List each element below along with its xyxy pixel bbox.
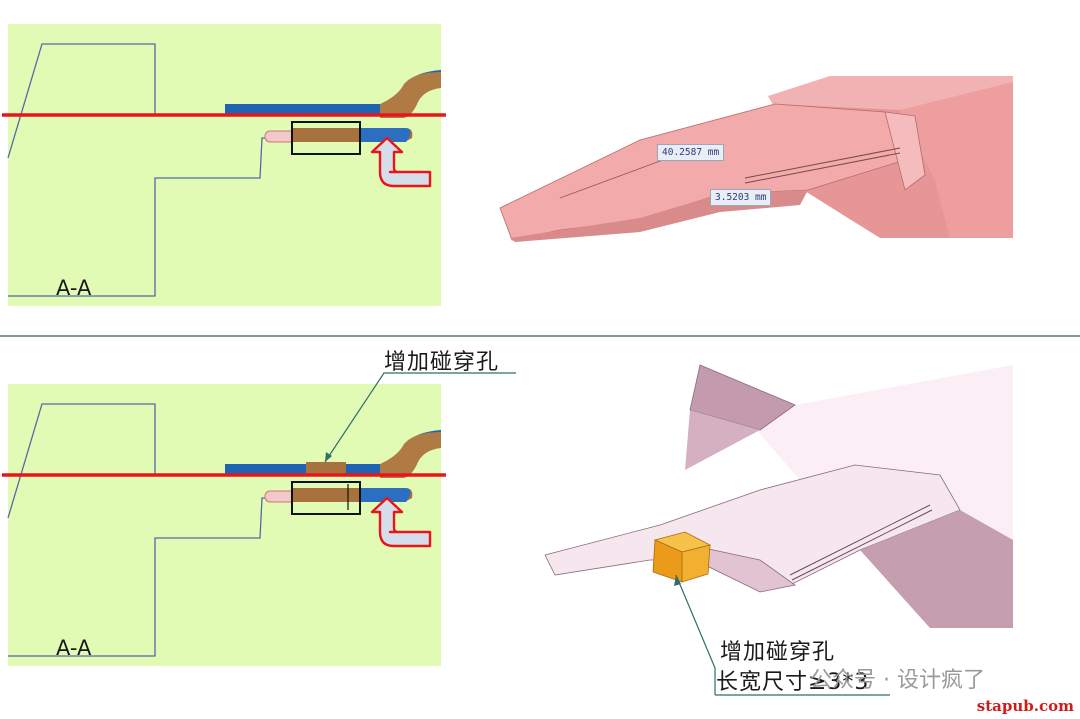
- callout-text-2-line2: 长宽尺寸≥3*3: [716, 670, 870, 695]
- callout-text-1: 增加碰穿孔: [384, 350, 500, 375]
- callout-leader-2: [675, 574, 716, 695]
- callout-text-2-line1: 增加碰穿孔: [720, 640, 836, 665]
- section-drawing-top: [2, 43, 446, 297]
- dimension-label-2: 3.5203 mm: [710, 189, 772, 206]
- section-view-bottom-bg: [8, 384, 441, 666]
- section-drawing-bottom: [2, 372, 516, 657]
- section-view-top-bg: [8, 24, 441, 306]
- section-label-bottom: A-A: [56, 636, 92, 660]
- added-hole-block: [306, 462, 346, 474]
- dimension-label-1: 40.2587 mm: [657, 144, 725, 161]
- section-label-top: A-A: [56, 276, 92, 300]
- watermark-text: 公众号 · 设计疯了: [810, 668, 985, 693]
- added-hole-highlight: [652, 531, 712, 583]
- site-watermark: stapub.com: [976, 697, 1074, 715]
- model-3d-bottom: [544, 364, 1013, 695]
- callout-leader-1: [324, 372, 516, 463]
